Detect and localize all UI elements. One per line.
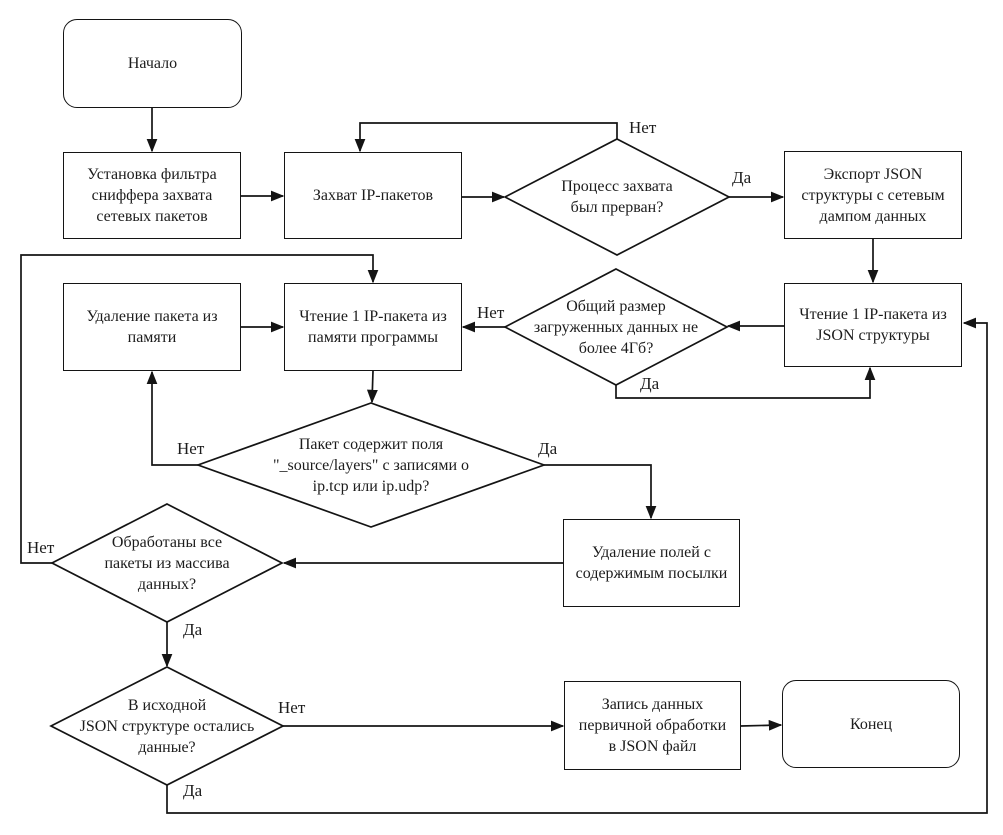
edge-interrupt-no-loop-to-capture (354, 122, 618, 153)
edge-label-fields-yes-to-delete-fields: Да (538, 439, 558, 458)
edge-label-interrupt-no-loop-to-capture: Нет (629, 118, 657, 137)
node-read-memory: Чтение 1 IP-пакета из памяти программы (284, 283, 462, 371)
node-delete-packet: Удаление пакета из памяти (63, 283, 241, 371)
node-read-json: Чтение 1 IP-пакета из JSON структуры (784, 283, 962, 367)
node-processed-check: Обработаны все пакеты из массива данных? (104, 533, 230, 593)
node-write-json: Запись данных первичной обработки в JSON… (564, 681, 741, 770)
size-check-diamond-shape (503, 268, 729, 386)
edge-label-interrupt-yes-to-export-json: Да (732, 168, 752, 187)
node-delete-fields: Удаление полей с содержимым посылки (563, 519, 740, 607)
edge-label-remaining-yes-loop-to-read-json: Да (183, 781, 203, 800)
fields-check-diamond-shape (195, 402, 547, 528)
node-remaining-check: В исходной JSON структуре остались данны… (79, 696, 255, 756)
processed-check-diamond-shape (50, 503, 284, 623)
edge-fields-yes-to-delete-fields (544, 464, 657, 520)
edge-label-size-yes-loop-to-read-json: Да (640, 374, 660, 393)
node-fields-check: Пакет содержит поля "_source/layers" с з… (272, 435, 470, 495)
node-export-json: Экспорт JSON структуры с сетевым дампом … (784, 151, 962, 239)
edge-remaining-yes-loop-to-read-json (166, 317, 988, 814)
edge-read-memory-to-fields-check (366, 370, 378, 404)
node-capture: Захват IP-пакетов (284, 152, 462, 239)
edge-label-remaining-no-to-write-json: Нет (278, 698, 306, 717)
edge-label-processed-yes-to-remaining: Да (183, 620, 203, 639)
node-set-filter: Установка фильтра сниффера захвата сетев… (63, 152, 241, 239)
edge-label-fields-no-to-delete-packet: Нет (177, 439, 205, 458)
edge-processed-no-loop-to-read-memory (20, 254, 379, 564)
remaining-check-diamond-shape (49, 666, 285, 786)
node-start: Начало (63, 19, 242, 108)
node-end: Конец (782, 680, 960, 768)
edge-label-processed-no-loop-to-read-memory: Нет (27, 538, 55, 557)
edge-fields-no-to-delete-packet (146, 370, 198, 466)
edge-write-json-to-end (740, 719, 783, 731)
node-size-check: Общий размер загруженных данных не более… (533, 297, 699, 357)
node-interrupt-check: Процесс захвата был прерван? (561, 178, 673, 216)
edge-label-size-no-to-read-memory: Нет (477, 303, 505, 322)
edge-size-yes-loop-to-read-json (615, 366, 876, 399)
interrupt-check-diamond-shape (503, 138, 731, 256)
